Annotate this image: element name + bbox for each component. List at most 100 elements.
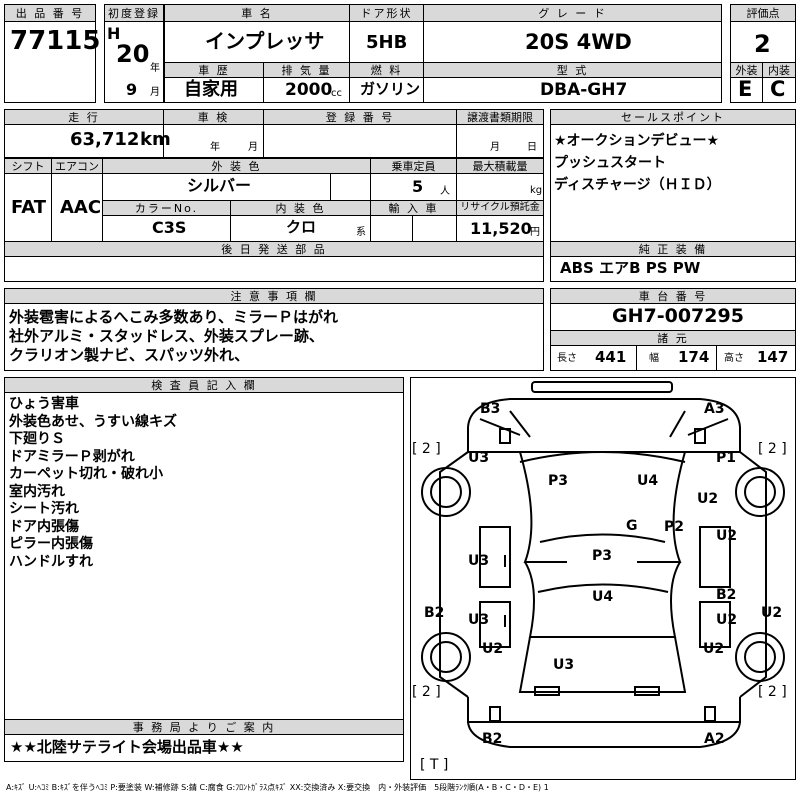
damage-mark-r2b: U2 bbox=[761, 605, 783, 621]
seats: 5 bbox=[412, 177, 424, 196]
damage-mark-u2c: U2 bbox=[716, 612, 738, 628]
chassis-number: GH7-007295 bbox=[612, 305, 744, 327]
int-color-label: 内 装 色 bbox=[230, 200, 371, 216]
model-box bbox=[423, 77, 722, 103]
sales-point-text: ★オークションデビュー★ プッシュスタート ディスチャージ（ＨＩＤ） bbox=[554, 133, 721, 193]
seats-unit: 人 bbox=[440, 186, 450, 197]
recycle-unit: 円 bbox=[530, 227, 540, 238]
office-label: 事 務 局 よ り ご 案 内 bbox=[4, 719, 404, 735]
car-name: インプレッサ bbox=[205, 29, 325, 53]
notes-label: 注 意 事 項 欄 bbox=[4, 288, 544, 304]
color-no: C3S bbox=[152, 218, 187, 237]
era: H bbox=[107, 24, 121, 43]
reg-no-box bbox=[263, 124, 457, 158]
inspector-text: ひょう害車 外装色あせ、うすい線キズ 下廻りＳ ドアミラーＰ剥がれ カーペット切… bbox=[9, 396, 177, 570]
damage-mark-u4b: U4 bbox=[592, 589, 614, 605]
damage-mark-u3c: U3 bbox=[468, 612, 490, 628]
history: 自家用 bbox=[184, 79, 238, 100]
ac-label: エアコン bbox=[51, 158, 103, 174]
recycle-label: リサイクル預託金 bbox=[456, 200, 544, 216]
equipment-box bbox=[550, 256, 796, 282]
spec-label: 諸 元 bbox=[550, 330, 796, 346]
transfer-month-unit: 月 bbox=[490, 142, 500, 153]
width: 174 bbox=[678, 348, 710, 366]
later-parts-box bbox=[4, 256, 544, 282]
listing-no-box bbox=[4, 21, 96, 103]
damage-mark-left-2b: [ 2 ] bbox=[412, 684, 441, 700]
score-label: 評価点 bbox=[730, 4, 796, 22]
car-diagram bbox=[421, 381, 785, 748]
damage-mark-p2: P2 bbox=[664, 519, 685, 535]
spec-divider-1 bbox=[636, 345, 637, 371]
car-name-label: 車 名 bbox=[164, 4, 350, 22]
shift: FAT bbox=[11, 197, 47, 218]
damage-mark-t: [ T ] bbox=[420, 757, 449, 773]
damage-mark-u2e: U2 bbox=[703, 641, 725, 657]
ext-color-label: 外 装 色 bbox=[102, 158, 371, 174]
listing-no-label: 出 品 番 号 bbox=[4, 4, 96, 22]
reg-month: 9 bbox=[126, 80, 138, 99]
damage-mark-p3a: P3 bbox=[548, 473, 569, 489]
height-label: 高さ bbox=[724, 353, 744, 364]
fuel: ガソリン bbox=[360, 80, 421, 98]
displacement: 2000 bbox=[285, 80, 333, 100]
height: 147 bbox=[757, 348, 789, 366]
equipment: ABS エアB PS PW bbox=[560, 259, 701, 277]
max-load-unit: kg bbox=[530, 185, 543, 196]
damage-mark-right-2a: [ 2 ] bbox=[758, 441, 787, 457]
displacement-label: 排 気 量 bbox=[263, 62, 350, 78]
fuel-label: 燃 料 bbox=[349, 62, 424, 78]
office-box bbox=[4, 734, 404, 762]
office-note: ★★北陸サテライト会場出品車★★ bbox=[10, 738, 244, 756]
reg-year-unit: 年 bbox=[150, 63, 160, 74]
import-box bbox=[370, 215, 457, 242]
later-parts-label: 後 日 発 送 部 品 bbox=[4, 241, 544, 257]
chassis-label: 車 台 番 号 bbox=[550, 288, 796, 304]
damage-mark-u2a: U2 bbox=[697, 491, 719, 507]
color-no-label: カラーNo. bbox=[102, 200, 231, 216]
transfer-day-unit: 日 bbox=[527, 142, 537, 153]
damage-mark-u2b: U2 bbox=[716, 528, 738, 544]
reg-month-unit: 月 bbox=[150, 87, 160, 98]
model: DBA-GH7 bbox=[540, 80, 628, 100]
legend: A:ｷｽﾞ U:ﾍｺﾐ B:ｷｽﾞを伴うﾍｺﾐ P:要塗装 W:補修跡 S:錆 … bbox=[6, 783, 549, 792]
model-label: 型 式 bbox=[423, 62, 722, 78]
grade: 20S 4WD bbox=[525, 30, 632, 54]
damage-mark-b2b: B2 bbox=[424, 605, 445, 621]
listing-no: 77115 bbox=[10, 26, 101, 56]
int-label: 内装 bbox=[762, 62, 796, 78]
inspection-label: 車 検 bbox=[163, 109, 264, 125]
int-color: クロ bbox=[286, 218, 317, 236]
mileage-label: 走 行 bbox=[4, 109, 164, 125]
door: 5HB bbox=[366, 32, 408, 53]
damage-mark-left-2a: [ 2 ] bbox=[412, 441, 441, 457]
import-label: 輸 入 車 bbox=[370, 200, 457, 216]
damage-mark-u4a: U4 bbox=[637, 473, 659, 489]
damage-mark-u2d: U2 bbox=[482, 641, 504, 657]
score: 2 bbox=[754, 30, 771, 58]
damage-mark-b3: B3 bbox=[480, 401, 501, 417]
displacement-unit: cc bbox=[331, 88, 342, 99]
int-grade: C bbox=[770, 77, 786, 101]
length: 441 bbox=[595, 348, 627, 366]
reg-no-label: 登 録 番 号 bbox=[263, 109, 457, 125]
seats-label: 乗車定員 bbox=[370, 158, 457, 174]
car-diagram-box bbox=[410, 377, 796, 780]
int-box bbox=[762, 77, 796, 103]
sales-point-label: セールスポイント bbox=[550, 109, 796, 125]
width-label: 幅 bbox=[649, 353, 659, 364]
reg-year: 20 bbox=[116, 40, 150, 68]
notes-text: 外装雹害によるへこみ多数あり、ミラーＰはがれ 社外アルミ・スタッドレス、外装スプ… bbox=[9, 308, 338, 364]
notes-box bbox=[4, 303, 544, 371]
recycle: 11,520 bbox=[470, 219, 532, 238]
ext-grade: E bbox=[738, 77, 753, 101]
door-label: ドア形状 bbox=[349, 4, 424, 22]
damage-mark-right-2c: [ 2 ] bbox=[758, 684, 787, 700]
first-reg-box bbox=[104, 21, 164, 103]
ext-color-divider bbox=[330, 173, 331, 201]
first-reg-label: 初度登録 bbox=[104, 4, 164, 22]
spec-box bbox=[550, 345, 796, 371]
ext-color: シルバー bbox=[187, 176, 252, 195]
damage-mark-p1: P1 bbox=[716, 450, 737, 466]
damage-mark-a3: A3 bbox=[704, 401, 725, 417]
